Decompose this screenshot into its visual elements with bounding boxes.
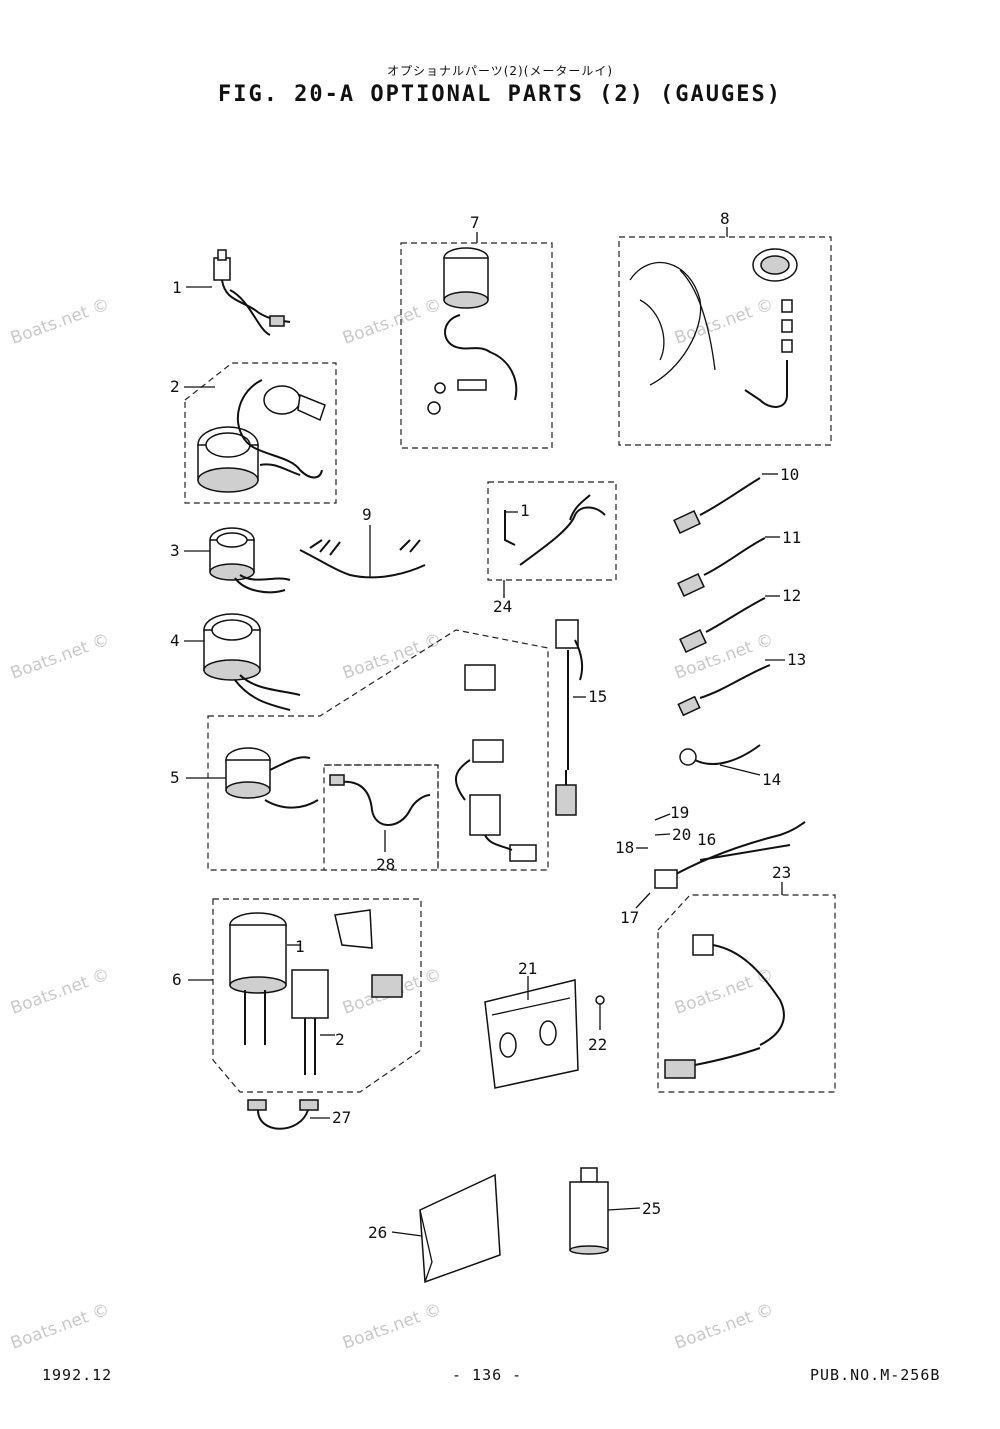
part-16-harness: 19 20 16 18 17 bbox=[615, 803, 806, 927]
callout-22: 22 bbox=[588, 1035, 607, 1054]
part-13-sensor: 13 bbox=[677, 650, 806, 717]
callout-4: 4 bbox=[170, 631, 180, 650]
part-6-group: 1 2 6 bbox=[172, 898, 422, 1093]
part-24-group: 1 24 bbox=[487, 481, 617, 616]
callout-8: 8 bbox=[720, 209, 730, 228]
part-12-sensor: 12 bbox=[679, 586, 801, 653]
part-21-plate: 21 22 bbox=[484, 959, 607, 1089]
part-9-harness: 9 bbox=[299, 505, 426, 579]
callout-9: 9 bbox=[362, 505, 372, 524]
callout-26: 26 bbox=[368, 1223, 387, 1242]
part-4-gauge: 4 bbox=[170, 613, 301, 711]
part-23-group: 23 bbox=[657, 863, 836, 1093]
callout-19: 19 bbox=[670, 803, 689, 822]
part-7-group: 7 bbox=[400, 213, 553, 449]
footer-page-number: - 136 - bbox=[452, 1366, 523, 1384]
callout-10: 10 bbox=[780, 465, 799, 484]
callout-13: 13 bbox=[787, 650, 806, 669]
part-3-gauge: 3 bbox=[170, 527, 291, 594]
japanese-title: オプショナルパーツ(2)(メータールイ) bbox=[386, 64, 614, 78]
callout-24: 24 bbox=[493, 597, 512, 616]
callout-16: 16 bbox=[697, 830, 716, 849]
callout-21: 21 bbox=[518, 959, 537, 978]
callout-6-sub-2: 2 bbox=[335, 1030, 345, 1049]
part-27-jumper: 27 bbox=[247, 1099, 351, 1130]
part-10-sensor: 10 bbox=[673, 465, 799, 534]
footer-publication-number: PUB.NO.M-256B bbox=[810, 1366, 941, 1384]
callout-23: 23 bbox=[772, 863, 791, 882]
callout-6: 6 bbox=[172, 970, 182, 989]
callout-27: 27 bbox=[332, 1108, 351, 1127]
callout-18: 18 bbox=[615, 838, 634, 857]
callout-20: 20 bbox=[672, 825, 691, 844]
callout-6-sub-1: 1 bbox=[295, 937, 305, 956]
figure-title: FIG. 20-A OPTIONAL PARTS (2) (GAUGES) bbox=[217, 82, 783, 107]
footer-date: 1992.12 bbox=[42, 1366, 113, 1384]
part-25-spray-can: 25 bbox=[569, 1167, 661, 1255]
callout-11: 11 bbox=[782, 528, 801, 547]
part-26-manual: 26 bbox=[368, 1173, 501, 1284]
callout-24-sub-1: 1 bbox=[520, 501, 530, 520]
callout-7: 7 bbox=[470, 213, 480, 232]
callout-1: 1 bbox=[172, 278, 182, 297]
callout-14: 14 bbox=[762, 770, 781, 789]
part-11-sensor: 11 bbox=[677, 528, 801, 597]
callout-17: 17 bbox=[620, 908, 639, 927]
part-1-key-switch: 1 bbox=[172, 249, 291, 336]
callout-5: 5 bbox=[170, 768, 180, 787]
part-8-group: 8 bbox=[618, 209, 832, 446]
callout-25: 25 bbox=[642, 1199, 661, 1218]
part-15-harness: 15 bbox=[555, 619, 607, 816]
callout-15: 15 bbox=[588, 687, 607, 706]
callout-28: 28 bbox=[376, 855, 395, 874]
part-2-gauge-group: 2 bbox=[170, 362, 337, 504]
callout-3: 3 bbox=[170, 541, 180, 560]
callout-12: 12 bbox=[782, 586, 801, 605]
callout-2: 2 bbox=[170, 377, 180, 396]
part-14-switch: 14 bbox=[679, 744, 781, 789]
part-5-group: 5 28 bbox=[170, 629, 549, 874]
